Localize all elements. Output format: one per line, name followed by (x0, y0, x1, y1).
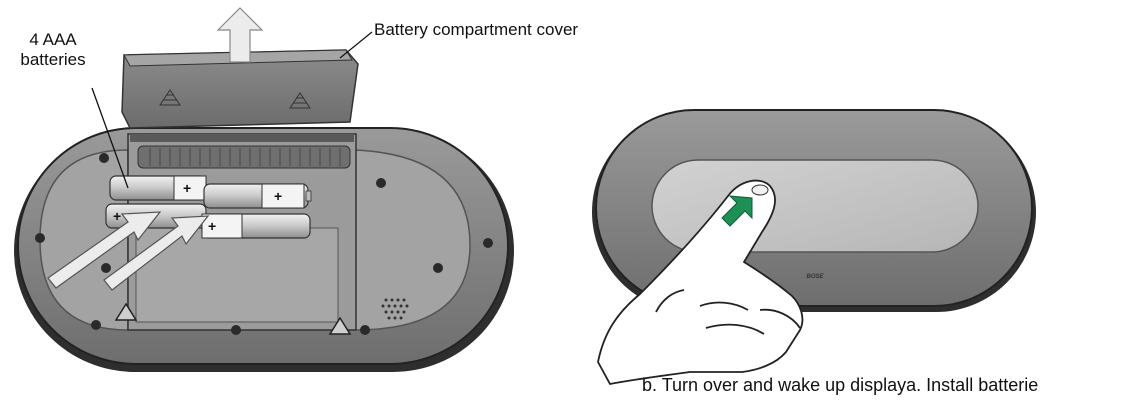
svg-text:+: + (183, 180, 191, 196)
batteries-label-line2: batteries (8, 50, 98, 70)
aaa-battery: + (204, 184, 311, 208)
caption: b. Turn over and wake up displaya. Insta… (642, 375, 1129, 396)
remote-back-view: + + + + (14, 88, 514, 372)
bose-logo: BOSE (806, 274, 824, 280)
svg-text:+: + (274, 188, 282, 204)
batteries-label: 4 AAA batteries (8, 30, 98, 70)
leader-line (340, 32, 372, 58)
aaa-battery: + (202, 214, 310, 238)
svg-text:+: + (208, 218, 216, 234)
svg-text:+: + (113, 208, 121, 224)
batteries-label-line1: 4 AAA (8, 30, 98, 50)
cover-label: Battery compartment cover (374, 20, 578, 40)
